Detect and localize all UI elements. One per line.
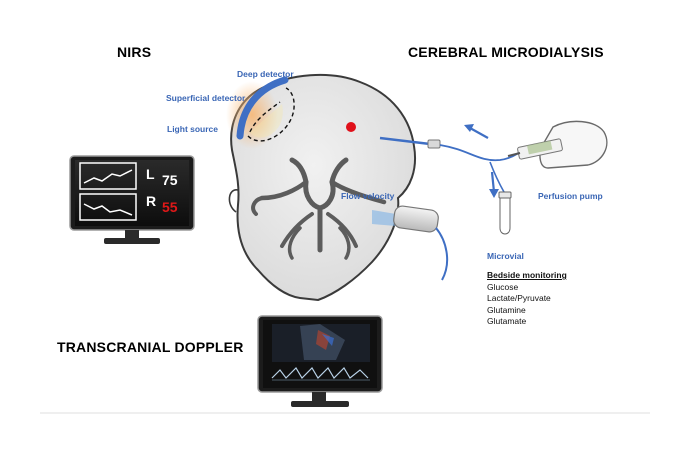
light-path-superficial xyxy=(249,101,281,133)
label-deep-detector: Deep detector xyxy=(237,69,294,79)
nirs-probe xyxy=(226,76,295,149)
label-microvial: Microvial xyxy=(487,251,524,261)
bedside-item: Glucose xyxy=(487,281,519,292)
doppler-probe-icon xyxy=(372,205,449,281)
light-path-deep xyxy=(247,87,295,142)
label-superficial-detector: Superficial detector xyxy=(166,93,246,103)
bedside-item: Glutamate xyxy=(487,316,527,326)
head-illustration xyxy=(228,73,416,302)
monitor-right-label: R xyxy=(146,193,157,209)
monitor-left-value: 75 xyxy=(162,172,178,188)
bedside-monitoring-block: Bedside monitoring Glucose Lactate/Pyruv… xyxy=(487,270,567,328)
doppler-monitor xyxy=(257,315,383,407)
microvial-icon xyxy=(498,191,512,235)
catheter-hub xyxy=(427,139,441,149)
title-cerebral-microdialysis: CEREBRAL MICRODIALYSIS xyxy=(408,44,604,60)
nirs-monitor xyxy=(69,155,195,244)
ear-left xyxy=(228,189,239,213)
title-nirs: NIRS xyxy=(117,44,152,60)
monitor-left-label: L xyxy=(146,166,155,182)
bedside-item: Lactate/Pyruvate xyxy=(487,293,551,303)
head-outline xyxy=(230,73,416,302)
title-transcranial-doppler: TRANSCRANIAL DOPPLER xyxy=(57,339,244,355)
monitor-right-value: 55 xyxy=(162,199,178,215)
syringe-pump-icon xyxy=(507,120,608,169)
cerebral-vessels xyxy=(251,157,387,260)
label-light-source: Light source xyxy=(167,124,219,134)
bedside-item: Glutamine xyxy=(487,304,526,315)
bedside-heading: Bedside monitoring xyxy=(487,270,567,280)
label-flow-velocity: Flow velocity xyxy=(341,191,395,201)
catheter-tip-marker xyxy=(346,122,356,132)
nirs-sensor-strip xyxy=(236,76,289,140)
flow-arrows xyxy=(464,124,499,198)
label-perfusion-pump: Perfusion pump xyxy=(538,191,603,201)
